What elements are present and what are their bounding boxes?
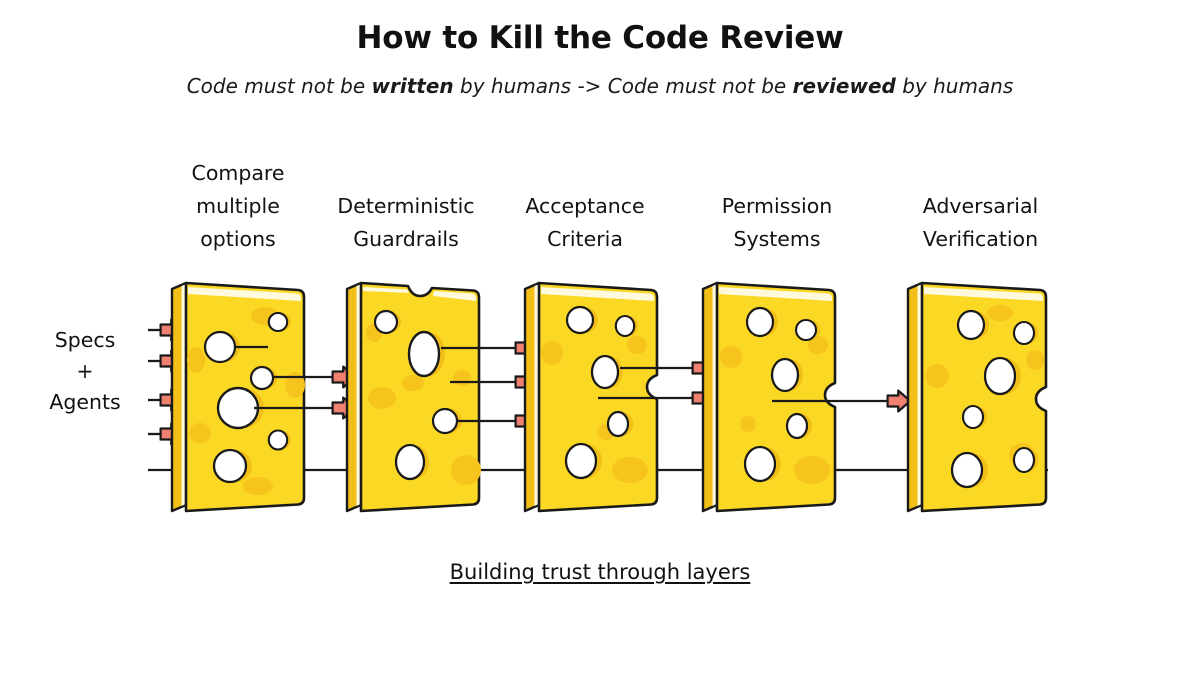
input-flow-arrows: [148, 330, 162, 434]
footer-caption: Building trust through layers: [0, 560, 1200, 584]
page-subtitle: Code must not be written by humans -> Co…: [0, 74, 1200, 98]
layer-label-acceptance-criteria: Acceptance Criteria: [525, 194, 645, 251]
layer-label-deterministic-guardrails: Deterministic Guardrails: [337, 194, 475, 251]
cheese-slab-compare-multiple-options: [170, 281, 306, 513]
subtitle-emphasis-written: written: [371, 74, 454, 98]
page-title: How to Kill the Code Review: [356, 20, 844, 56]
cheese-slab-deterministic-guardrails: [345, 281, 481, 513]
subtitle-part-1: Code must not be: [186, 74, 372, 98]
cheese-holes: [564, 305, 638, 480]
cheese-slab-permission-systems: [701, 281, 837, 513]
layer-label-permission-systems: Permission Systems: [721, 194, 833, 251]
cheese-holes: [950, 309, 1038, 489]
subtitle-part-3: by humans: [895, 74, 1014, 98]
flow-arrows-2-to-3: [476, 348, 517, 421]
subtitle-emphasis-reviewed: reviewed: [792, 74, 896, 98]
cheese-holes: [743, 306, 820, 483]
cheese-spots: [720, 336, 830, 484]
subtitle-part-2: by humans -> Code must not be: [453, 74, 793, 98]
footer-caption-text: Building trust through layers: [449, 560, 751, 584]
cheese-spots: [366, 324, 481, 485]
cheese-holes: [373, 309, 462, 481]
layer-label-compare-multiple-options: Compare multiple options: [191, 161, 285, 251]
flow-arrows-3-to-4: [654, 368, 694, 398]
flow-arrows-1-to-2: [272, 377, 334, 408]
cheese-slab-adversarial-verification: [906, 281, 1048, 513]
layer-label-adversarial-verification: Adversarial Verification: [922, 194, 1039, 251]
cheese-holes: [203, 311, 291, 484]
input-label-specs-agents: Specs + Agents: [49, 328, 121, 414]
cheese-spots: [541, 336, 648, 483]
cheese-slab-acceptance-criteria: [523, 281, 659, 513]
